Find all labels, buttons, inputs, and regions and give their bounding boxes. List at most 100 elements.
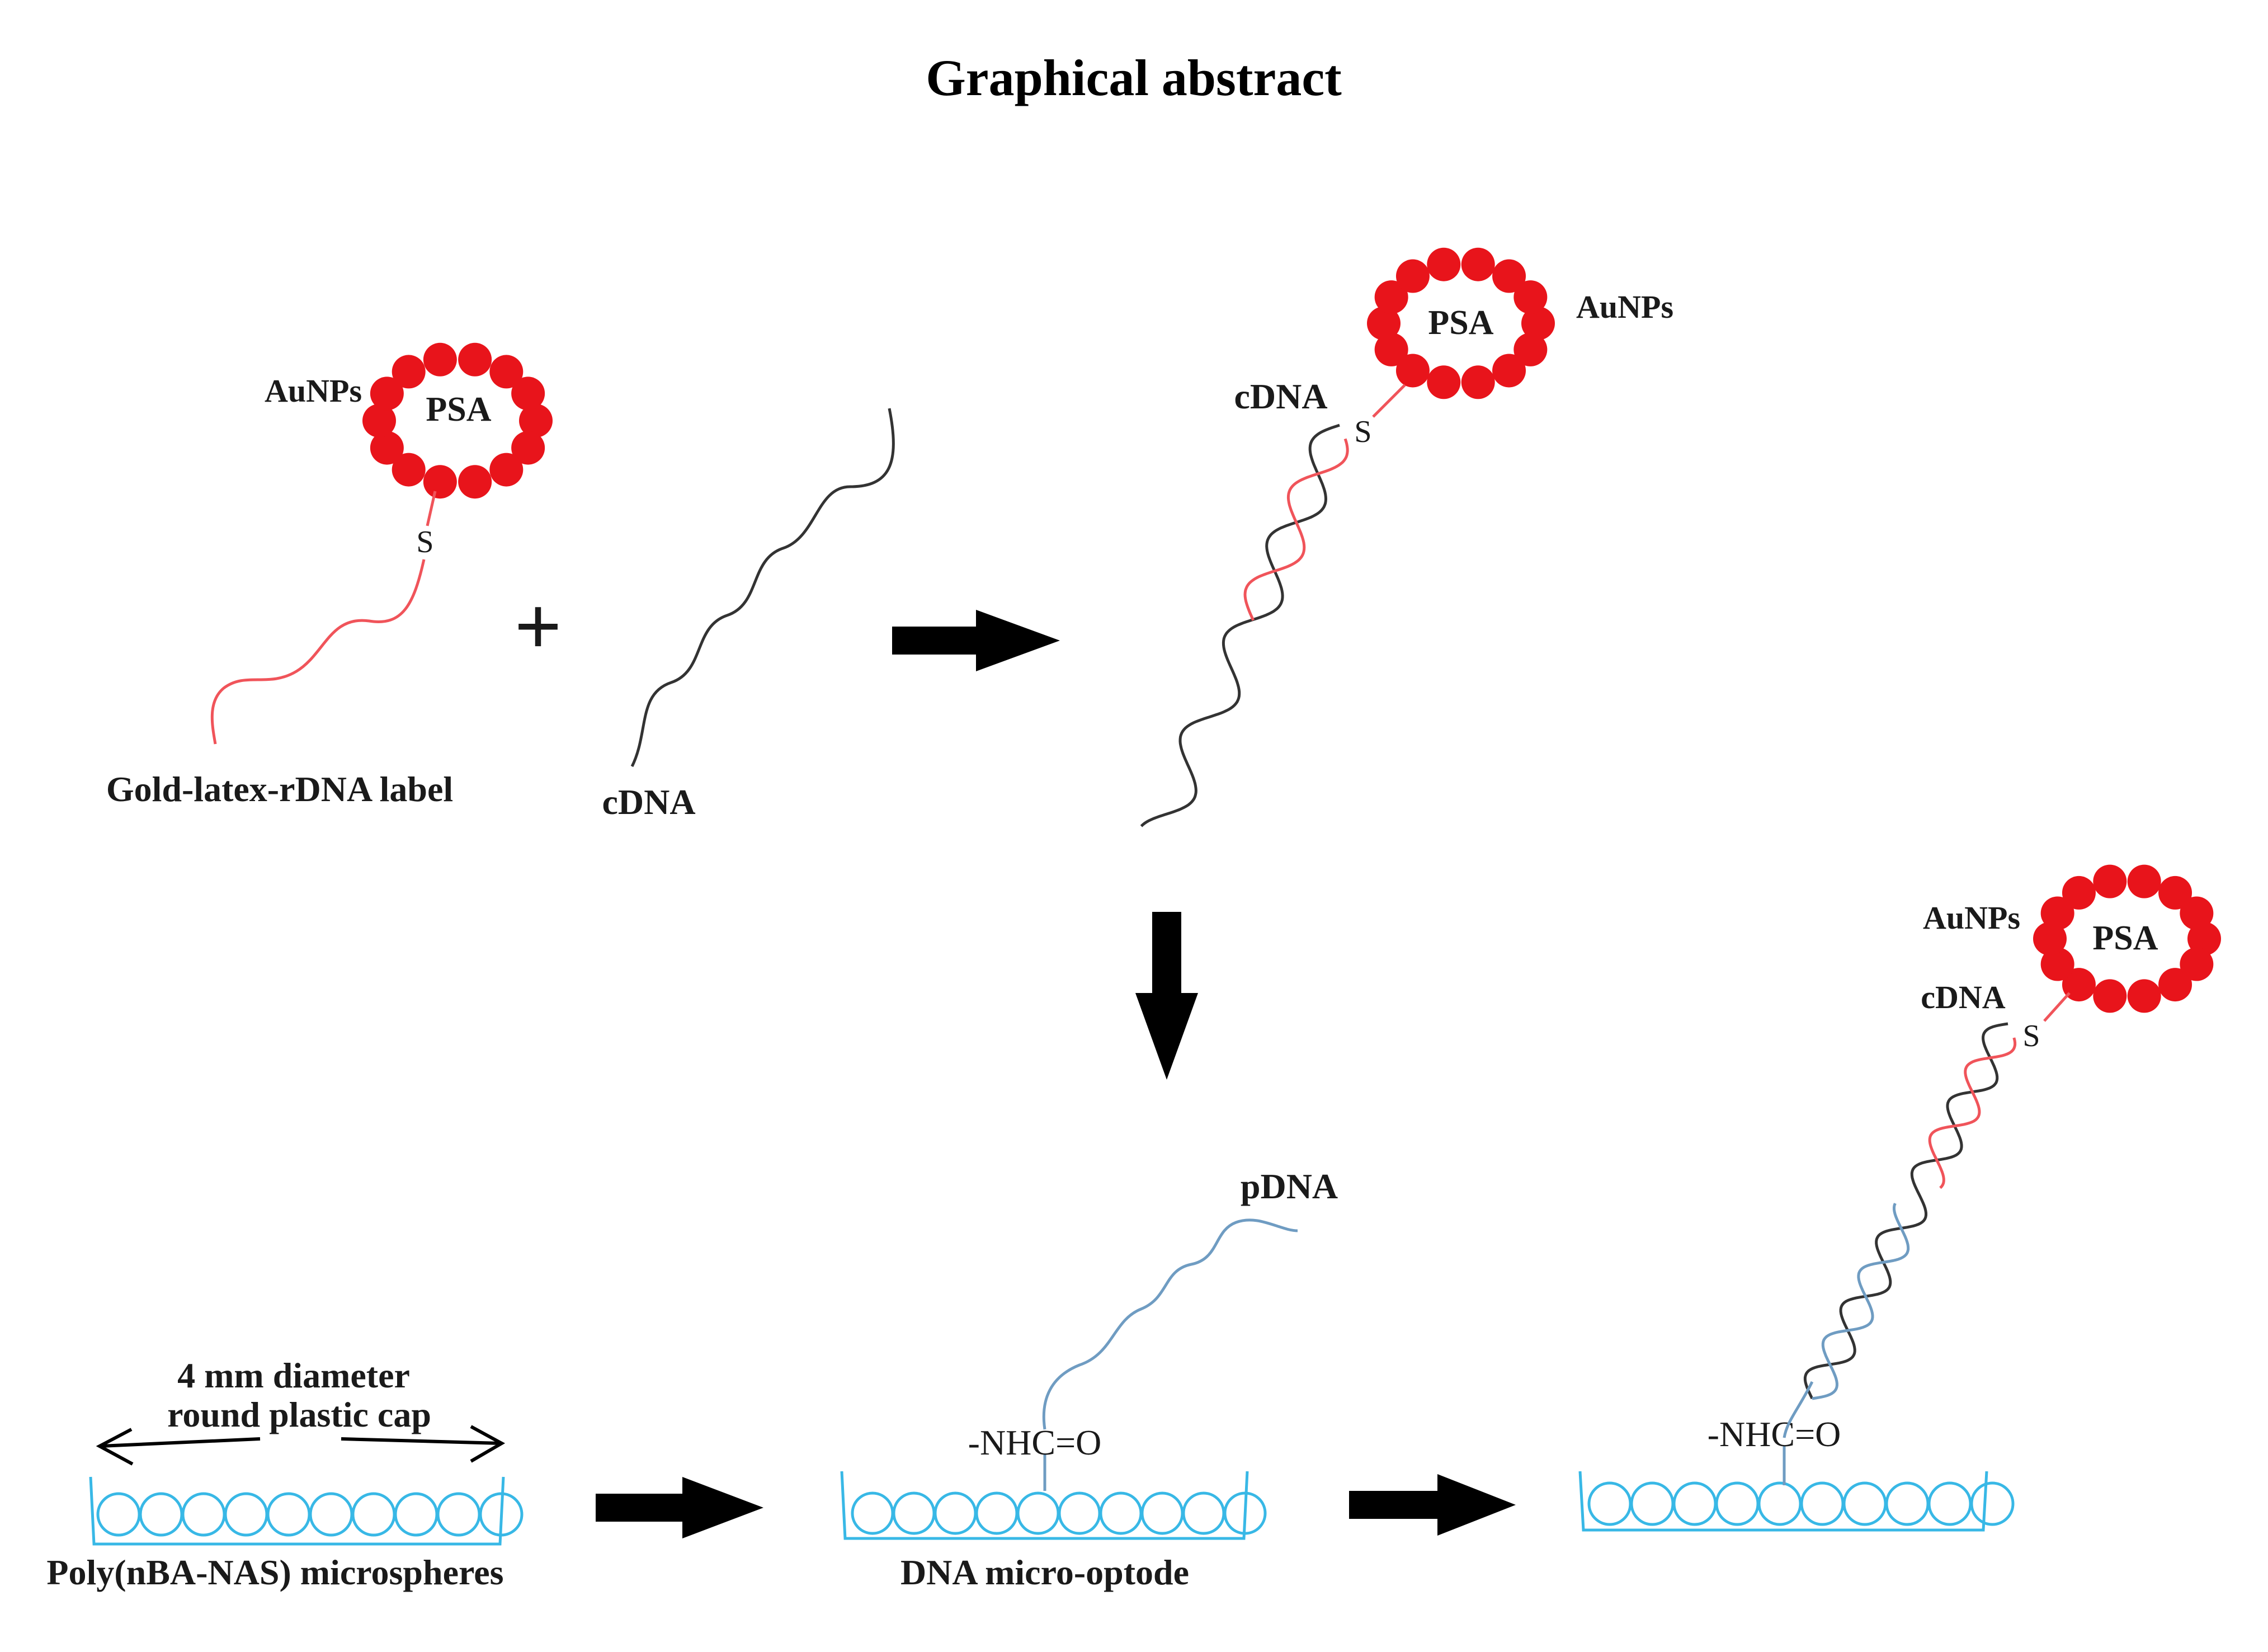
gold-nanoparticle <box>1513 280 1548 314</box>
arrow-down <box>1135 912 1198 1080</box>
microsphere <box>309 1492 353 1537</box>
cap-outline <box>840 1471 1249 1540</box>
gold-nanoparticle <box>2040 947 2074 981</box>
diameter-arrowhead-left <box>96 1428 134 1466</box>
stage1-plus-sign: + <box>514 580 562 673</box>
microspheres-label: Poly(nBA-NAS) microspheres <box>46 1552 503 1592</box>
stage1-aunps-ring <box>362 342 553 499</box>
stage4-aunps-label: AuNPs <box>1923 900 2020 936</box>
stage3-pdna-label: pDNA <box>1241 1166 1338 1206</box>
gold-nanoparticle <box>1427 365 1461 399</box>
gold-nanoparticle <box>2062 876 2096 910</box>
gold-nanoparticle <box>423 465 457 499</box>
stage2-thiol-label: S <box>1354 415 1371 449</box>
gold-nanoparticle <box>1461 247 1495 281</box>
microsphere <box>1182 1491 1225 1535</box>
cdna-strand <box>1140 423 1340 827</box>
gold-nanoparticle <box>489 355 524 389</box>
microsphere <box>1757 1481 1802 1526</box>
stage1-psa-label: PSA <box>426 390 491 429</box>
stage4-linkage-label: -NHC=O <box>1708 1414 1841 1454</box>
cap-label-line2: round plastic cap <box>167 1395 431 1434</box>
stage3-dna-micro-optode: -NHC=O pDNA DNA micro-optode <box>840 1166 1338 1592</box>
gold-nanoparticle <box>370 431 404 465</box>
microsphere <box>139 1492 183 1537</box>
gold-nanoparticle <box>2093 864 2127 898</box>
pdna-tail <box>1783 1381 1814 1438</box>
microsphere <box>479 1492 524 1537</box>
stage1-cdna: cDNA <box>602 408 895 822</box>
gold-nanoparticle <box>1513 332 1548 366</box>
stage1-rdna-strand <box>210 559 426 745</box>
gold-nanoparticle <box>1492 354 1526 388</box>
microsphere <box>1223 1491 1267 1535</box>
microsphere <box>1140 1491 1184 1535</box>
cdna-strand <box>1803 1022 2008 1400</box>
cap-outline <box>1578 1471 1988 1532</box>
gold-nanoparticle <box>2040 896 2074 930</box>
gold-nanoparticle <box>392 453 426 487</box>
stage4-triple-helix <box>1783 1022 2017 1438</box>
diameter-arrow-left <box>100 1437 261 1448</box>
gold-nanoparticle <box>2127 979 2161 1013</box>
stage2-aunps-ring <box>1367 247 1555 399</box>
gold-nanoparticle <box>511 431 545 465</box>
gold-nanoparticle <box>370 376 404 411</box>
microsphere <box>1842 1481 1887 1526</box>
stage1-cdna-label: cDNA <box>602 782 695 822</box>
microsphere <box>1927 1481 1972 1526</box>
microsphere <box>1587 1481 1632 1526</box>
stage1-thiol-label: S <box>416 525 433 559</box>
gold-nanoparticle <box>2180 947 2214 981</box>
gold-nanoparticle <box>1367 307 1401 340</box>
stage4-psa-label: PSA <box>2092 919 2158 957</box>
gold-nanoparticle <box>489 453 524 487</box>
stage1-label-text: Gold-latex-rDNA label <box>106 769 453 809</box>
microsphere <box>1630 1481 1675 1526</box>
stage1-cdna-strand <box>630 408 895 768</box>
microsphere <box>975 1491 1019 1535</box>
gold-nanoparticle <box>2158 876 2192 910</box>
microsphere <box>851 1491 894 1535</box>
optode-label: DNA micro-optode <box>900 1552 1189 1592</box>
stage1-linker <box>426 491 437 526</box>
gold-nanoparticle <box>458 465 492 499</box>
stage1-aunps-label: AuNPs <box>265 373 362 409</box>
gold-nanoparticle <box>2093 979 2127 1013</box>
stage2-linker <box>1372 384 1406 418</box>
stage4-aunps-ring <box>2033 864 2221 1013</box>
stage3-plastic-cap: 4 mm diameter round plastic cap Poly(nBA… <box>46 1356 524 1592</box>
gold-nanoparticle <box>1492 259 1526 293</box>
microsphere <box>394 1492 438 1537</box>
cap3-container <box>1578 1471 2015 1532</box>
gold-nanoparticle <box>362 404 396 437</box>
microsphere <box>436 1492 481 1537</box>
gold-nanoparticle <box>2062 968 2096 1002</box>
stage2-psa-label: PSA <box>1428 304 1493 342</box>
gold-nanoparticle <box>2158 968 2192 1002</box>
gold-nanoparticle <box>511 376 545 411</box>
stage1-gold-latex-rdna-label: PSA AuNPs S Gold-latex-rDNA label <box>106 342 553 809</box>
microsphere <box>1885 1481 1930 1526</box>
cap-label-line1: 4 mm diameter <box>177 1356 410 1395</box>
microsphere <box>1016 1491 1060 1535</box>
gold-nanoparticle <box>1521 307 1555 340</box>
gold-nanoparticle <box>1427 247 1461 281</box>
rdna-strand <box>1243 438 1349 621</box>
gold-nanoparticle <box>1395 354 1430 388</box>
microsphere <box>1800 1481 1845 1526</box>
cap-outline <box>89 1476 505 1546</box>
figure-title: Graphical abstract <box>926 49 1342 106</box>
microsphere <box>351 1492 396 1537</box>
arrow-right-2 <box>596 1477 763 1538</box>
stage4-thiol-label: S <box>2022 1019 2040 1053</box>
gold-nanoparticle <box>2033 922 2067 956</box>
stage3-pdna-strand <box>1042 1218 1298 1430</box>
cap2-container <box>840 1471 1267 1540</box>
rdna-strand <box>1928 1037 2017 1189</box>
gold-nanoparticle <box>2180 896 2214 930</box>
gold-nanoparticle <box>458 342 492 376</box>
stage2-hybridized-complex: PSA AuNPs cDNA S <box>1140 247 1673 827</box>
gold-nanoparticle <box>1374 332 1408 366</box>
